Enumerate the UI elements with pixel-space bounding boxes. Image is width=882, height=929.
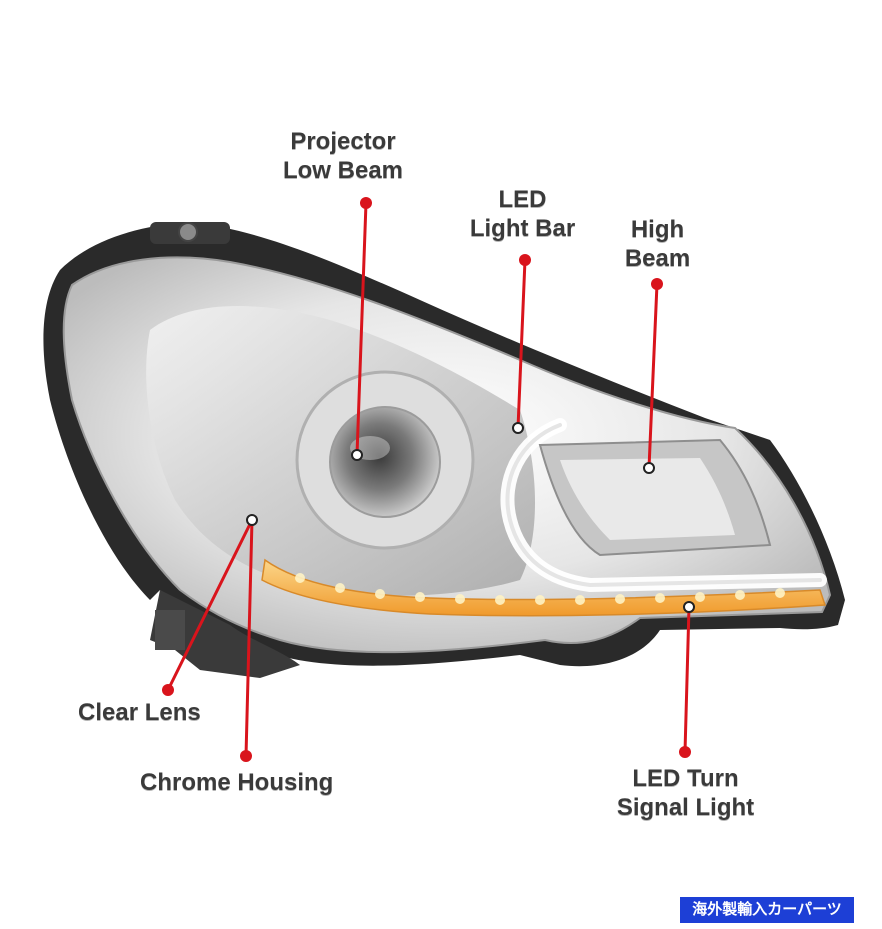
callout-dot-chrome [240, 750, 252, 762]
callout-dot-clear-lens [162, 684, 174, 696]
callout-dot-high-beam [651, 278, 663, 290]
callout-text: Beam [624, 245, 691, 272]
callout-text: High [630, 216, 685, 243]
callout-text: LED Turn [632, 765, 739, 792]
anchor-turn [683, 601, 695, 613]
callout-label-chrome-housing: Chrome Housing [140, 768, 380, 797]
anchor-led-bar [512, 422, 524, 434]
anchor-projector [351, 449, 363, 461]
callout-text: LED [498, 186, 547, 213]
callout-line-chrome [244, 518, 254, 758]
callout-lines [166, 201, 691, 758]
callout-text: Light Bar [469, 215, 576, 242]
callout-text: Clear Lens [78, 699, 201, 726]
callout-label-projector-low-beam: Projector Low Beam [268, 127, 418, 185]
callout-line-projector [355, 201, 368, 457]
callout-line-high-beam [647, 282, 659, 470]
callout-label-high-beam: High Beam [595, 215, 720, 273]
lower-housing [150, 590, 300, 678]
callout-dots [162, 197, 691, 762]
callout-line-clear-lens [166, 518, 254, 692]
mount-screw [178, 222, 198, 242]
callout-text: Signal Light [616, 794, 755, 821]
callout-label-led-turn-signal: LED Turn Signal Light [598, 764, 773, 822]
turn-signal-leds [295, 573, 785, 605]
callout-dot-projector [360, 197, 372, 209]
callout-label-clear-lens: Clear Lens [78, 698, 238, 727]
callout-line-turn [683, 605, 691, 754]
callout-label-led-light-bar: LED Light Bar [450, 185, 595, 243]
anchor-high-beam [643, 462, 655, 474]
watermark-badge: 海外製輸入カーパーツ [680, 897, 854, 923]
anchor-lens-chrome [246, 514, 258, 526]
callout-text: Projector [290, 128, 396, 155]
turn-signal-strip [261, 558, 827, 617]
projector-lens [329, 406, 441, 518]
callout-text: Low Beam [282, 157, 404, 184]
anchor-points [246, 422, 695, 613]
callout-dot-led-bar [519, 254, 531, 266]
callout-dot-turn [679, 746, 691, 758]
lower-bracket [155, 610, 185, 650]
callout-text: Chrome Housing [140, 769, 334, 796]
callout-line-led-bar [516, 258, 527, 430]
